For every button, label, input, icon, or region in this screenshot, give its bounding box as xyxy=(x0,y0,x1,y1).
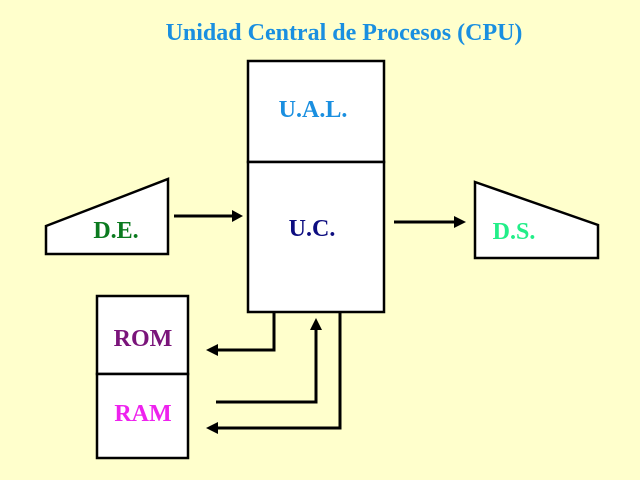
output-device-shape xyxy=(473,180,600,260)
arrow-ram-to-uc-head xyxy=(310,318,322,330)
diagram-title: Unidad Central de Procesos (CPU) xyxy=(166,20,523,46)
uc-label: U.C. xyxy=(289,216,336,242)
ual-block xyxy=(246,59,386,164)
rom-label: ROM xyxy=(114,326,173,352)
arrow-uc-to-output-head xyxy=(454,216,466,228)
uc-block xyxy=(246,160,386,314)
arrow-uc-to-ram-head xyxy=(206,422,218,434)
ual-label: U.A.L. xyxy=(279,97,348,123)
input-device-label: D.E. xyxy=(93,218,138,244)
ram-block xyxy=(95,372,190,460)
input-device-shape xyxy=(44,177,170,256)
arrow-ram-to-uc xyxy=(216,330,318,404)
arrow-uc-to-rom-head xyxy=(206,344,218,356)
arrow-uc-to-rom xyxy=(217,312,276,352)
ram-label: RAM xyxy=(114,401,171,427)
output-device-label: D.S. xyxy=(493,219,536,245)
arrow-uc-to-ram xyxy=(217,312,342,430)
arrow-input-to-uc-head xyxy=(232,210,243,222)
